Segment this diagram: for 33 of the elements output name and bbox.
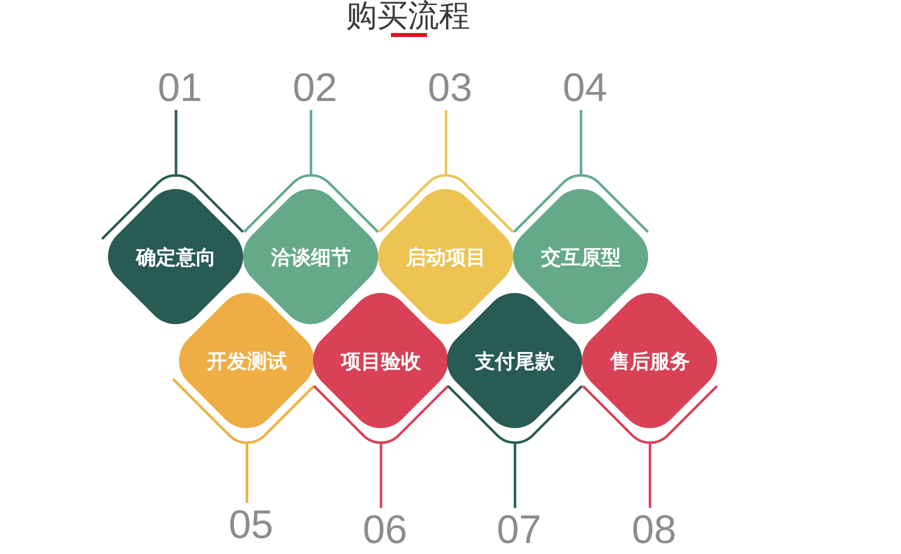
step-diamond <box>313 293 449 429</box>
step-number: 02 <box>292 66 338 110</box>
step-label: 售后服务 <box>610 348 690 373</box>
step-label: 开发测试 <box>206 348 287 373</box>
step-number: 08 <box>632 508 676 552</box>
step-diamond <box>513 189 649 325</box>
step-number: 04 <box>562 66 608 110</box>
leader-line <box>172 378 315 503</box>
leader-line <box>446 384 583 508</box>
step-label: 支付尾款 <box>474 348 555 373</box>
step-diamond <box>108 189 244 325</box>
leader-line <box>312 384 449 508</box>
leader-line <box>100 110 244 240</box>
step-number: 01 <box>158 66 202 110</box>
step-label: 确定意向 <box>136 244 216 269</box>
leader-line <box>378 110 514 234</box>
leader-line <box>582 384 718 508</box>
step-label: 洽谈细节 <box>270 244 351 269</box>
diagram-title: 购买流程 <box>346 1 470 32</box>
step-number: 07 <box>496 508 542 552</box>
step-diamond <box>179 293 315 429</box>
step-label: 启动项目 <box>406 244 486 269</box>
step-label: 交互原型 <box>540 244 621 269</box>
step-diamond <box>243 189 379 325</box>
leader-line <box>242 110 379 234</box>
step-diamond <box>447 293 583 429</box>
step-number: 06 <box>362 508 408 552</box>
step-diamond <box>378 189 514 325</box>
step-number: 05 <box>228 503 274 547</box>
step-number: 03 <box>428 66 472 110</box>
step-label: 项目验收 <box>340 348 421 373</box>
step-diamond <box>582 293 718 429</box>
leader-line <box>512 110 649 234</box>
